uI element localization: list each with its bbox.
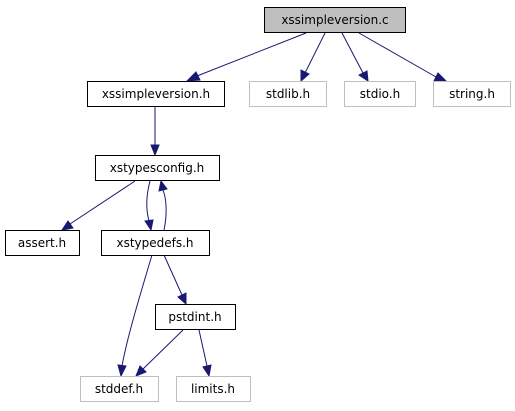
node-assert-h[interactable]: assert.h — [5, 230, 80, 256]
node-box — [101, 230, 210, 256]
node-box — [433, 81, 511, 107]
node-box — [80, 376, 159, 402]
node-xstypesconfig-h[interactable]: xstypesconfig.h — [95, 155, 220, 181]
node-xstypedefs-h[interactable]: xstypedefs.h — [101, 230, 210, 256]
node-string-h[interactable]: string.h — [433, 81, 511, 107]
node-label: stdio.h — [360, 87, 400, 101]
nodes-layer: xssimpleversion.c xssimpleversion.h stdl… — [5, 7, 511, 402]
node-box — [344, 81, 416, 107]
node-box — [249, 81, 327, 107]
node-box — [5, 230, 80, 256]
edge-xstypesconfig-h-to-assert-h — [60, 180, 136, 231]
edge-xssimpleversion-h-to-xstypesconfig-h — [150, 106, 160, 157]
node-label: xstypedefs.h — [116, 236, 193, 250]
edge-xssimpleversion-c-to-string-h — [358, 32, 448, 82]
node-stdio-h[interactable]: stdio.h — [344, 81, 416, 107]
node-label: limits.h — [191, 382, 235, 396]
edge-xstypesconfig-h-to-xstypedefs-h — [144, 180, 154, 232]
node-label: assert.h — [18, 236, 66, 250]
edge-xssimpleversion-c-to-stdio-h — [341, 32, 369, 83]
node-box — [264, 7, 406, 33]
edge-pstdint-h-to-limits-h — [198, 329, 212, 378]
node-box — [155, 304, 236, 330]
node-label: pstdint.h — [168, 310, 221, 324]
edge-xssimpleversion-c-to-stdlib-h — [300, 32, 326, 83]
node-xssimpleversion-c[interactable]: xssimpleversion.c — [264, 7, 406, 33]
node-label: stdlib.h — [266, 87, 310, 101]
edge-pstdint-h-to-stddef-h — [135, 329, 184, 377]
edge-xstypedefs-h-to-pstdint-h — [163, 254, 187, 306]
node-box — [176, 376, 251, 402]
node-label: stddef.h — [95, 382, 143, 396]
node-xssimpleversion-h[interactable]: xssimpleversion.h — [87, 81, 225, 107]
node-label: string.h — [449, 87, 495, 101]
node-stdlib-h[interactable]: stdlib.h — [249, 81, 327, 107]
edges-layer — [60, 32, 448, 378]
edge-xstypedefs-h-to-stddef-h — [117, 254, 153, 378]
node-box — [87, 81, 225, 107]
edge-xssimpleversion-c-to-xssimpleversion-h — [185, 32, 307, 82]
node-label: xstypesconfig.h — [110, 161, 205, 175]
node-label: xssimpleversion.c — [281, 13, 388, 27]
node-pstdint-h[interactable]: pstdint.h — [155, 304, 236, 330]
edge-xstypedefs-h-to-xstypesconfig-h — [158, 179, 168, 231]
node-box — [95, 155, 220, 181]
node-stddef-h[interactable]: stddef.h — [80, 376, 159, 402]
node-label: xssimpleversion.h — [102, 87, 210, 101]
node-limits-h[interactable]: limits.h — [176, 376, 251, 402]
